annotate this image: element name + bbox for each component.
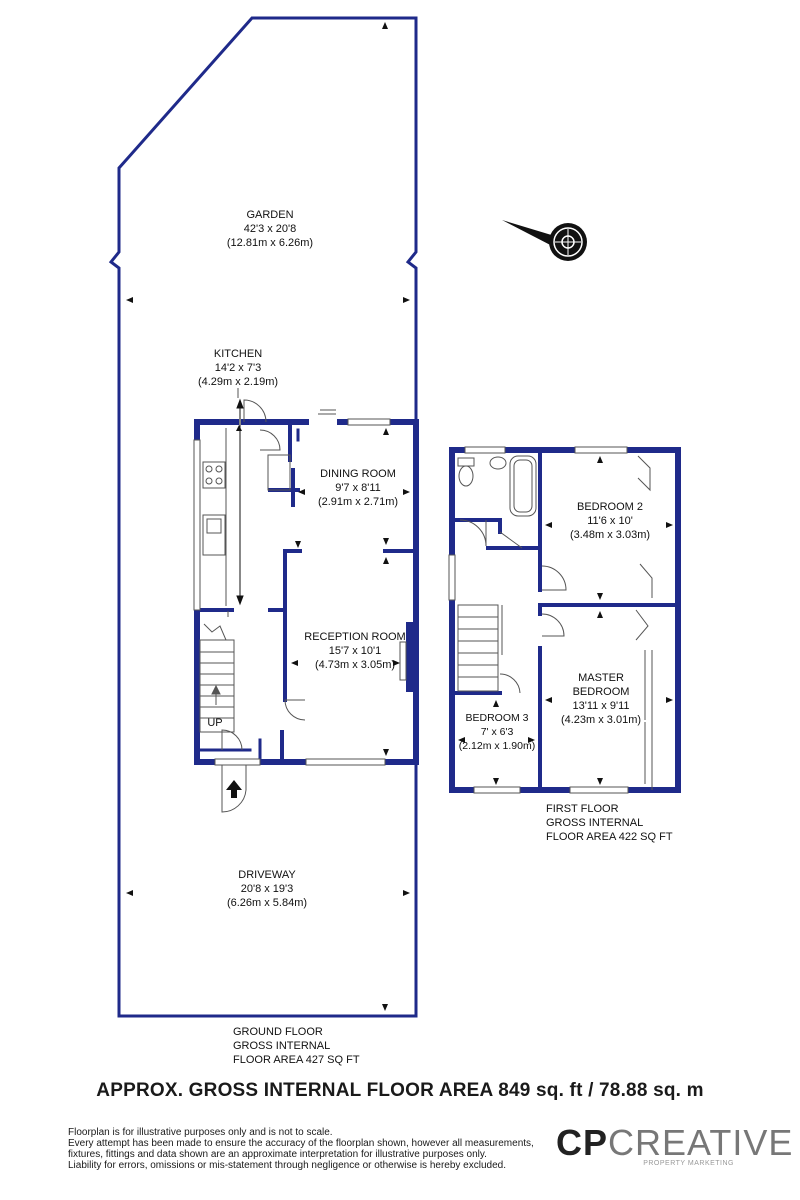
logo-tagline: PROPERTY MARKETING xyxy=(643,1160,734,1167)
ground-floor-area-note: GROUND FLOOR GROSS INTERNAL FLOOR AREA 4… xyxy=(233,1025,360,1067)
logo-creative: CREATIVE xyxy=(608,1122,794,1163)
disclaimer: Floorplan is for illustrative purposes o… xyxy=(68,1127,534,1171)
first-floor-stairs xyxy=(457,604,503,692)
first-floor-area: FLOOR AREA 422 SQ FT xyxy=(546,831,673,843)
total-floor-area-heading: APPROX. GROSS INTERNAL FLOOR AREA 849 sq… xyxy=(96,1080,704,1101)
stairs-up-label: UP xyxy=(200,716,230,730)
entrance-porch xyxy=(221,765,247,813)
garden-metric: (12.81m x 6.26m) xyxy=(226,237,314,249)
kitchen-dimension-arrow xyxy=(236,388,244,606)
first-floor-title: FIRST FLOOR xyxy=(546,803,619,815)
dining-name: DINING ROOM xyxy=(320,468,396,480)
master-bedroom-label: MASTER BEDROOM 13'11 x 9'11 (4.23m x 3.0… xyxy=(545,671,657,727)
ground-floor-windows xyxy=(193,418,391,766)
first-floor-area-note: FIRST FLOOR GROSS INTERNAL FLOOR AREA 42… xyxy=(546,802,673,844)
garden-name: GARDEN xyxy=(246,209,294,221)
cp-creative-logo: CPCREATIVE PROPERTY MARKETING xyxy=(556,1122,792,1168)
disclaimer-line-1: Floorplan is for illustrative purposes o… xyxy=(68,1127,333,1138)
bedroom3-name: BEDROOM 3 xyxy=(465,712,529,724)
bedroom3-metric: (2.12m x 1.90m) xyxy=(458,740,536,752)
bedroom-2-label: BEDROOM 2 11'6 x 10' (3.48m x 3.03m) xyxy=(555,500,665,542)
master-metric: (4.23m x 3.01m) xyxy=(560,714,642,726)
first-floor-gross: GROSS INTERNAL xyxy=(546,817,644,829)
driveway-label: DRIVEWAY 20'8 x 19'3 (6.26m x 5.84m) xyxy=(212,868,322,910)
garden-label: GARDEN 42'3 x 20'8 (12.81m x 6.26m) xyxy=(200,208,340,250)
driveway-metric: (6.26m x 5.84m) xyxy=(226,897,308,909)
reception-metric: (4.73m x 3.05m) xyxy=(314,659,396,671)
bedroom2-name: BEDROOM 2 xyxy=(576,501,643,513)
reception-room-label: RECEPTION ROOM 15'7 x 10'1 (4.73m x 3.05… xyxy=(290,630,420,672)
dining-room-label: DINING ROOM 9'7 x 8'11 (2.91m x 2.71m) xyxy=(300,467,416,509)
reception-imperial: 15'7 x 10'1 xyxy=(328,645,382,657)
property-boundary xyxy=(108,16,418,1018)
kitchen-imperial: 14'2 x 7'3 xyxy=(214,362,262,374)
chimney-breast xyxy=(406,622,416,692)
disclaimer-line-2: Every attempt has been made to ensure th… xyxy=(68,1138,534,1149)
ground-floor-area: FLOOR AREA 427 SQ FT xyxy=(233,1054,360,1066)
entrance-arrow-icon xyxy=(226,780,242,798)
logo-wordmark: CPCREATIVE xyxy=(556,1122,792,1163)
first-floor-ticks xyxy=(458,456,673,785)
bathroom-fixtures xyxy=(457,455,537,517)
reception-name: RECEPTION ROOM xyxy=(304,631,406,643)
kitchen-label: KITCHEN 14'2 x 7'3 (4.29m x 2.19m) xyxy=(178,347,298,389)
kitchen-metric: (4.29m x 2.19m) xyxy=(197,376,279,388)
master-imperial: 13'11 x 9'11 xyxy=(572,700,630,712)
ground-floor-stairs xyxy=(199,623,235,733)
driveway-imperial: 20'8 x 19'3 xyxy=(240,883,294,895)
ground-floor-doors xyxy=(221,399,336,751)
boundary-ticks xyxy=(126,22,410,1011)
ground-floor-ticks xyxy=(236,425,410,756)
bedroom2-metric: (3.48m x 3.03m) xyxy=(569,529,651,541)
stairs-up-text: UP xyxy=(207,717,223,729)
logo-cp: CP xyxy=(556,1122,609,1163)
dining-imperial: 9'7 x 8'11 xyxy=(335,482,381,494)
compass-icon xyxy=(502,220,587,261)
disclaimer-line-3: fixtures, fittings and data shown are an… xyxy=(68,1149,487,1160)
bedroom3-imperial: 7' x 6'3 xyxy=(480,726,514,738)
first-floor-walls xyxy=(449,447,681,793)
bedroom2-imperial: 11'6 x 10' xyxy=(587,515,633,527)
master-name-2: BEDROOM xyxy=(572,686,630,698)
master-name-1: MASTER xyxy=(578,672,624,684)
first-floor-windows xyxy=(448,446,629,794)
dining-metric: (2.91m x 2.71m) xyxy=(317,496,399,508)
kitchen-name: KITCHEN xyxy=(213,348,263,360)
kitchen-fixtures xyxy=(202,428,291,606)
fireplace xyxy=(399,641,407,681)
disclaimer-line-4: Liability for errors, omissions or mis-s… xyxy=(68,1160,506,1171)
bedroom-3-label: BEDROOM 3 7' x 6'3 (2.12m x 1.90m) xyxy=(454,711,540,753)
driveway-name: DRIVEWAY xyxy=(238,869,296,881)
ground-floor-title: GROUND FLOOR xyxy=(233,1026,323,1038)
ground-floor-gross: GROSS INTERNAL xyxy=(233,1040,331,1052)
garden-imperial: 42'3 x 20'8 xyxy=(243,223,297,235)
first-floor-doors xyxy=(459,455,653,790)
ground-floor-walls xyxy=(194,419,419,765)
